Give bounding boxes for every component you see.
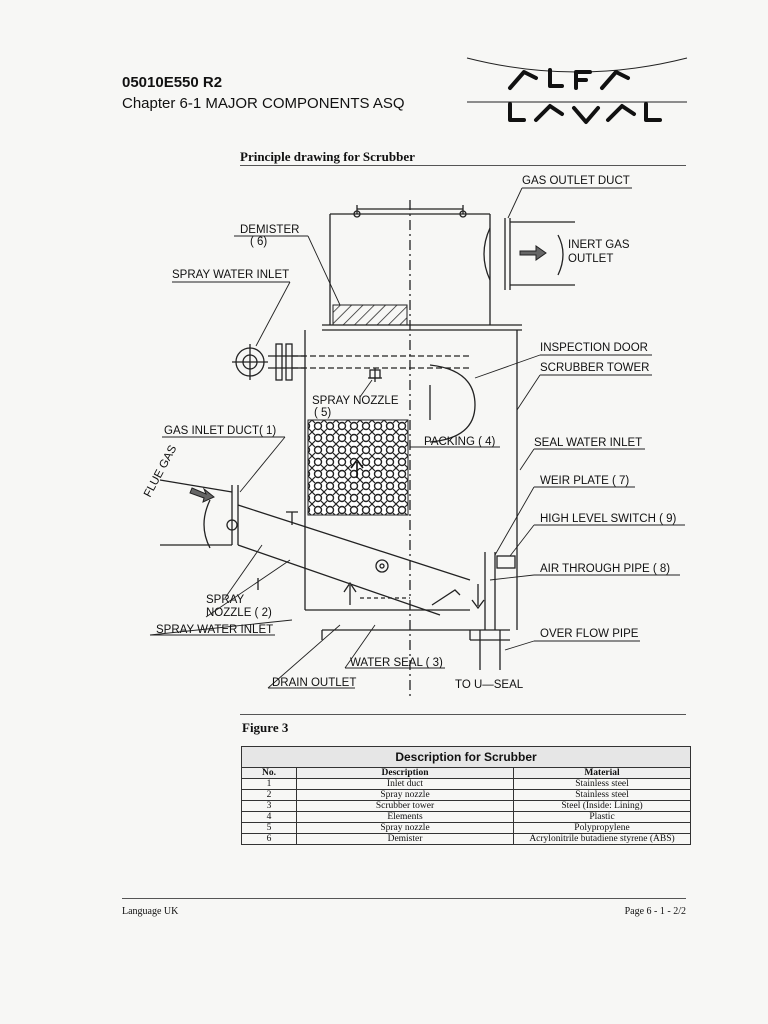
label-weir-plate: WEIR PLATE ( 7) [540, 475, 629, 487]
label-spray-nozzle-5-number: ( 5) [314, 407, 331, 419]
label-drain-outlet: DRAIN OUTLET [272, 677, 356, 689]
chapter-title: Chapter 6-1 MAJOR COMPONENTS ASQ [122, 95, 405, 112]
document-id: 05010E550 R2 [122, 74, 223, 91]
table-title: Description for Scrubber [241, 746, 691, 767]
label-inspection-door: INSPECTION DOOR [540, 342, 648, 354]
label-spray-nozzle-5: SPRAY NOZZLE [312, 395, 399, 407]
label-air-through-pipe: AIR THROUGH PIPE ( 8) [540, 563, 670, 575]
cell-description: Elements [296, 811, 514, 823]
footer-rule [122, 898, 686, 899]
cell-material: Steel (Inside: Lining) [513, 800, 691, 812]
label-high-level-switch: HIGH LEVEL SWITCH ( 9) [540, 513, 676, 525]
description-table: Description for Scrubber No. Description… [241, 746, 691, 845]
label-spray-water-inlet-top: SPRAY WATER INLET [172, 269, 289, 281]
label-to-u-seal: TO U—SEAL [455, 679, 524, 691]
cell-material: Stainless steel [513, 789, 691, 801]
header-no: No. [241, 767, 297, 779]
cell-no: 5 [241, 822, 297, 834]
cell-description: Spray nozzle [296, 789, 514, 801]
cell-no: 3 [241, 800, 297, 812]
label-packing: PACKING ( 4) [424, 436, 496, 448]
cell-description: Inlet duct [296, 778, 514, 790]
title-rule [240, 165, 686, 166]
label-gas-inlet-duct: GAS INLET DUCT( 1) [164, 425, 276, 437]
table-header-row: No. Description Material [241, 767, 691, 779]
footer-language: Language UK [122, 906, 179, 917]
label-nozzle-2: NOZZLE ( 2) [206, 607, 272, 619]
drawing-title: Principle drawing for Scrubber [240, 149, 415, 164]
label-water-seal: WATER SEAL ( 3) [350, 657, 443, 669]
cell-no: 2 [241, 789, 297, 801]
label-scrubber-tower: SCRUBBER TOWER [540, 362, 649, 374]
label-spray: SPRAY [206, 594, 244, 606]
label-spray-water-inlet-bottom: SPRAY WATER INLET [156, 624, 273, 636]
label-demister: DEMISTER [240, 224, 299, 236]
header-material: Material [513, 767, 691, 779]
cell-material: Plastic [513, 811, 691, 823]
label-gas-outlet-duct: GAS OUTLET DUCT [522, 175, 630, 187]
cell-no: 1 [241, 778, 297, 790]
cell-description: Spray nozzle [296, 822, 514, 834]
figure-rule [240, 714, 686, 715]
cell-material: Polypropylene [513, 822, 691, 834]
label-over-flow-pipe: OVER FLOW PIPE [540, 628, 639, 640]
figure-caption: Figure 3 [242, 720, 289, 735]
label-inert-gas: INERT GAS [568, 239, 630, 251]
cell-no: 6 [241, 833, 297, 845]
alfa-laval-logo [466, 57, 688, 124]
label-seal-water-inlet: SEAL WATER INLET [534, 437, 642, 449]
label-demister-number: ( 6) [250, 236, 267, 248]
footer-page-number: Page 6 - 1 - 2/2 [624, 906, 686, 917]
cell-no: 4 [241, 811, 297, 823]
label-outlet: OUTLET [568, 253, 613, 265]
header-description: Description [296, 767, 514, 779]
cell-material: Acrylonitrile butadiene styrene (ABS) [513, 833, 691, 845]
cell-description: Demister [296, 833, 514, 845]
label-flue-gas: FLUE GAS [142, 443, 179, 499]
cell-description: Scrubber tower [296, 800, 514, 812]
cell-material: Stainless steel [513, 778, 691, 790]
